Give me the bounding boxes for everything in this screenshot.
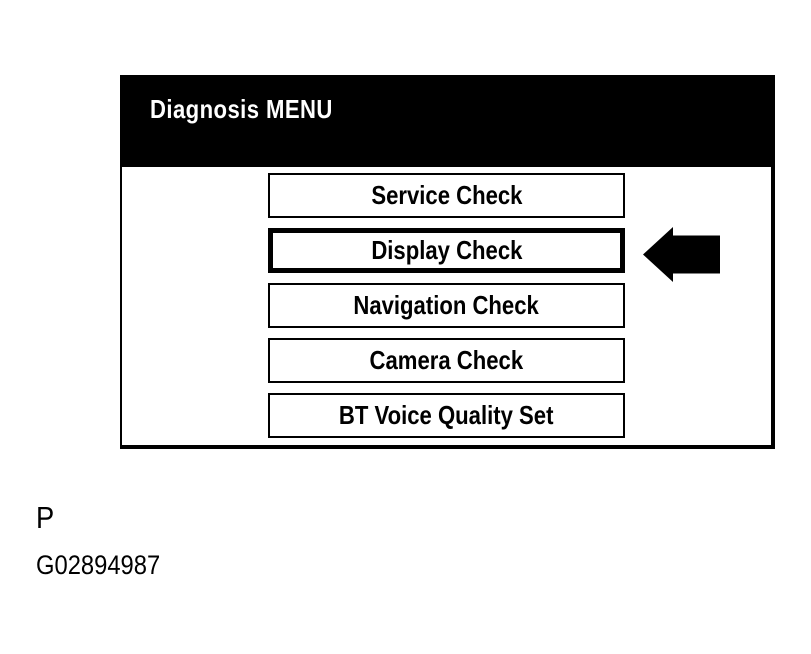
arrow-left-icon [643, 227, 720, 282]
button-navigation-check[interactable]: Navigation Check [268, 283, 625, 328]
button-display-check-label: Display Check [370, 235, 523, 265]
page-title: Diagnosis MENU [150, 94, 333, 124]
button-display-check[interactable]: Display Check [268, 228, 625, 273]
button-navigation-check-label: Navigation Check [353, 290, 540, 320]
panel-body: Service Check Display Check Navigation C… [122, 167, 771, 438]
panel-header: Diagnosis MENU [122, 77, 771, 167]
figure-code: G02894987 [36, 550, 177, 581]
button-bt-voice-quality-set[interactable]: BT Voice Quality Set [268, 393, 625, 438]
figure-label-text: P [36, 500, 55, 535]
button-camera-check-label: Camera Check [369, 345, 524, 375]
button-bt-voice-quality-set-label: BT Voice Quality Set [339, 400, 554, 430]
figure-label: P [36, 500, 57, 535]
button-service-check[interactable]: Service Check [268, 173, 625, 218]
button-service-check-label: Service Check [370, 180, 523, 210]
figure-code-text: G02894987 [36, 550, 161, 580]
button-camera-check[interactable]: Camera Check [268, 338, 625, 383]
